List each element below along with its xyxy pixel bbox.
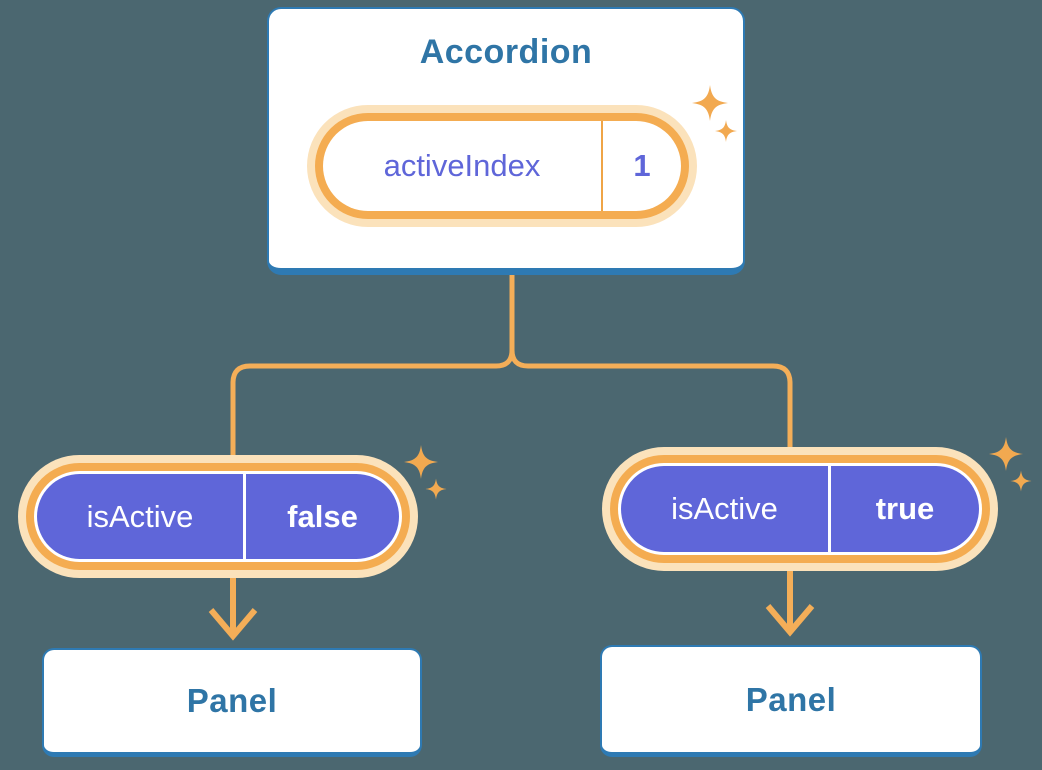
prop-pill-ring: isActive true [610,455,990,563]
state-pill-label: activeIndex [383,148,541,183]
prop-pill-ring: isActive false [26,463,410,570]
prop-pill-gap: isActive true [618,463,982,555]
panel-title: Panel [186,682,278,719]
prop-pill-label: isActive [671,491,778,526]
connector-line-right [509,272,793,448]
prop-pill-divider [243,474,246,559]
connector-line-left [230,272,515,456]
prop-pill-divider [828,466,831,552]
accordion-title: Accordion [419,33,593,71]
prop-pill-true: isActive true [602,447,998,571]
prop-pill-face: isActive false [37,474,399,559]
state-pill: activeIndex 1 [307,105,697,227]
state-pill-divider [601,121,603,211]
state-pill-ring: activeIndex 1 [315,113,689,219]
prop-pill-label: isActive [86,498,194,534]
prop-pill-gap: isActive false [34,471,402,562]
prop-pill-false: isActive false [18,455,418,578]
sparkle-icon [989,437,1032,492]
arrow-down-icon [208,577,258,641]
prop-pill-value: true [875,491,935,526]
prop-pill-value: false [287,498,358,534]
arrow-down-icon [765,569,815,637]
state-pill-face: activeIndex 1 [323,121,681,211]
state-pill-value: 1 [633,148,651,183]
panel-title: Panel [745,680,837,718]
panel-card-left: Panel [42,648,422,757]
panel-card-right: Panel [600,645,982,757]
prop-pill-face: isActive true [621,466,979,552]
